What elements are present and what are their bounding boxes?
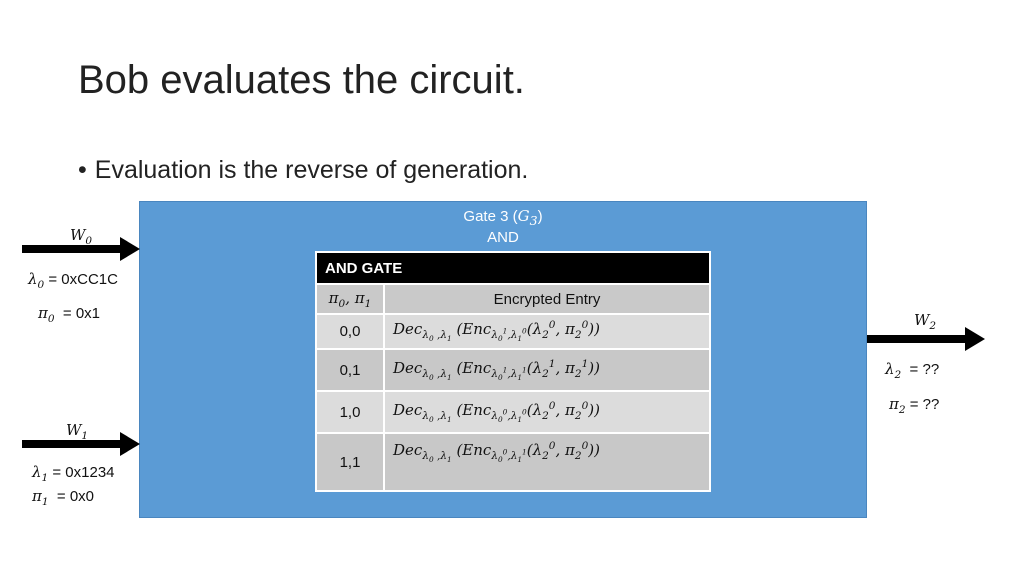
table-row: 1,1 Decλ0 ,λ1 (Encλ00,λ11(λ20, π20)) [315,432,711,492]
bullet-point: •Evaluation is the reverse of generation… [78,156,528,185]
row-input: 1,0 [315,390,385,434]
row-encrypted-entry: Decλ0 ,λ1 (Encλ00,λ10(λ20, π20)) [383,390,711,434]
bullet-dot: • [78,156,87,184]
table-column-header-row: π0, π1 Encrypted Entry [315,283,711,315]
wire-w0-arrowhead [120,237,140,261]
table-header: AND GATE [315,251,711,285]
wire-w2-arrowhead [965,327,985,351]
table-header-row: AND GATE [315,251,711,285]
row-input: 0,0 [315,313,385,350]
col-header-inputs: π0, π1 [315,283,385,315]
wire-w0-pi: π0 = 0x1 [38,304,101,325]
gate-type: AND [487,229,519,246]
wire-w1-arrowhead [120,432,140,456]
wire-w1-line [22,440,122,448]
gate-caption: Gate 3 (G3) AND [139,207,867,247]
wire-w1-lambda: λ1 = 0x1234 [32,463,115,484]
bullet-text: Evaluation is the reverse of generation. [94,156,529,184]
wire-w2-name: W2 [914,311,937,332]
table-row: 0,1 Decλ0 ,λ1 (Encλ01,λ11(λ21, π21)) [315,348,711,392]
wire-w2-pi: π2 = ?? [889,395,940,416]
wire-w1-pi: π1 = 0x0 [32,487,95,508]
row-encrypted-entry: Decλ0 ,λ1 (Encλ00,λ11(λ20, π20)) [383,432,711,492]
wire-w2-lambda: λ2 = ?? [885,360,940,381]
table-row: 1,0 Decλ0 ,λ1 (Encλ00,λ10(λ20, π20)) [315,390,711,434]
row-input: 0,1 [315,348,385,392]
gate-truth-table: AND GATE π0, π1 Encrypted Entry 0,0 Decλ… [315,251,711,492]
table-row: 0,0 Decλ0 ,λ1 (Encλ01,λ10(λ20, π20)) [315,313,711,350]
row-input: 1,1 [315,432,385,492]
row-encrypted-entry: Decλ0 ,λ1 (Encλ01,λ10(λ20, π20)) [383,313,711,350]
wire-w2-line [867,335,967,343]
gate-name: Gate 3 (G3) [463,207,543,229]
col-header-encrypted-entry: Encrypted Entry [383,283,711,315]
row-encrypted-entry: Decλ0 ,λ1 (Encλ01,λ11(λ21, π21)) [383,348,711,392]
wire-w0-lambda: λ0 = 0xCC1C [28,270,118,291]
wire-w0-name: W0 [70,226,93,247]
wire-w1-name: W1 [66,421,89,442]
wire-w0-line [22,245,122,253]
slide-title: Bob evaluates the circuit. [78,58,525,102]
